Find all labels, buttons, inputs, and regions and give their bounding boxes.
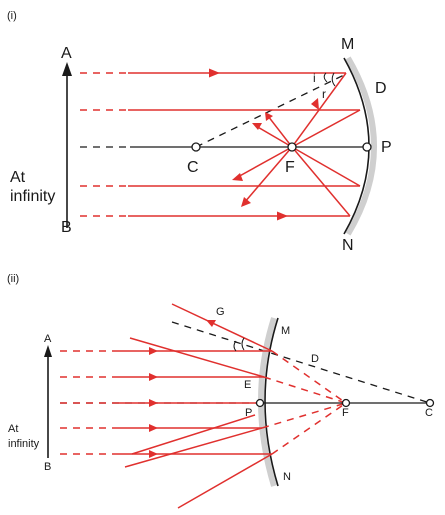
label-at: At	[8, 423, 18, 435]
panel-tag-ii: (ii)	[7, 273, 19, 285]
ray-arrow	[149, 373, 158, 381]
label-infinity: infinity	[8, 438, 40, 450]
ray-arrow	[311, 98, 319, 110]
reflected-ray-2	[291, 109, 361, 148]
reflected-ray-4	[124, 427, 263, 468]
ray-arrow	[149, 424, 158, 432]
label-p: P	[245, 407, 252, 419]
panel-concave-mirror: (i) A B At infinity	[7, 10, 392, 254]
ray-arrow	[252, 123, 262, 130]
object-arrowhead	[44, 345, 52, 357]
label-d: D	[311, 353, 319, 365]
angle-arc-i	[323, 72, 328, 83]
label-m: M	[281, 325, 290, 337]
reflected-ray-2	[129, 337, 265, 378]
label-p: P	[381, 139, 392, 156]
label-n: N	[342, 237, 354, 254]
reflected-ray-1	[171, 303, 273, 352]
diverging-ray-3	[235, 146, 293, 179]
ray-arrow	[209, 68, 220, 78]
angle-arc-r	[331, 72, 336, 87]
ray-arrow	[232, 173, 243, 181]
label-b: B	[44, 461, 51, 473]
label-i: i	[313, 71, 316, 85]
reflected-ray-3	[291, 146, 361, 187]
mirror-backing	[345, 56, 377, 236]
normal-line	[171, 321, 431, 404]
focus-point	[287, 142, 297, 152]
ray-arrow	[277, 211, 288, 221]
pole-point	[255, 398, 265, 408]
reflected-ray-5	[177, 453, 273, 509]
diverging-ray-2	[267, 115, 293, 148]
angle-arc-r	[241, 337, 245, 351]
object-arrowhead	[62, 62, 72, 76]
diverging-ray-1	[255, 125, 293, 148]
ray-arrow	[265, 112, 273, 121]
label-at: At	[10, 169, 26, 186]
ray-arrow	[149, 399, 158, 407]
center-of-curvature-point	[425, 398, 435, 408]
ray-arrow	[149, 450, 158, 458]
virtual-ray-5	[271, 402, 347, 455]
label-m: M	[341, 36, 354, 53]
label-d: D	[375, 80, 387, 97]
ray-arrow	[206, 320, 216, 327]
label-r: r	[322, 87, 326, 101]
label-f: F	[285, 159, 295, 176]
diverging-ray-4	[243, 146, 293, 204]
focus-point	[341, 398, 351, 408]
reflected-ray-4	[291, 146, 351, 217]
label-infinity: infinity	[10, 188, 55, 205]
virtual-ray-1	[271, 350, 347, 404]
label-f: F	[342, 407, 349, 419]
virtual-ray-2	[263, 376, 347, 404]
ray-arrow	[149, 347, 158, 355]
reflected-ray-3	[131, 414, 256, 455]
ray-arrow	[241, 197, 251, 207]
panel-tag-i: (i)	[7, 10, 17, 22]
label-c: C	[187, 159, 199, 176]
label-n: N	[283, 471, 291, 483]
panel-convex-mirror: (ii) A B At infinity	[7, 273, 435, 509]
virtual-ray-4	[261, 402, 347, 429]
center-of-curvature-point	[191, 142, 201, 152]
label-a: A	[61, 45, 72, 62]
label-e: E	[244, 379, 251, 391]
label-c: C	[425, 407, 433, 419]
angle-arc-i	[233, 340, 237, 352]
pole-point	[362, 142, 372, 152]
label-a: A	[44, 333, 52, 345]
label-b: B	[61, 219, 72, 236]
convex-mirror-surface	[264, 317, 279, 487]
label-g: G	[216, 306, 225, 318]
